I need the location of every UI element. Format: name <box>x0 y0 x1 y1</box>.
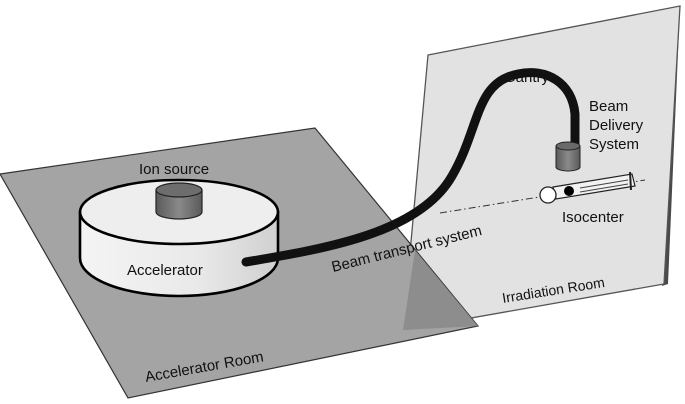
isocenter-point <box>564 186 574 196</box>
patient-head <box>539 186 557 204</box>
beam-delivery-label-line3: System <box>589 136 639 153</box>
ion-source-top <box>155 182 203 198</box>
beam-delivery-label-line1: Beam <box>589 98 628 115</box>
ion-source <box>155 182 203 220</box>
isocenter-label: Isocenter <box>562 209 624 226</box>
gantry-label: Gantry <box>504 69 550 86</box>
patient-couch <box>539 171 636 204</box>
beam-delivery-label-line2: Delivery <box>589 117 644 134</box>
beam-delivery-nozzle <box>555 141 581 172</box>
nozzle-body <box>555 145 581 172</box>
couch-post <box>629 171 632 191</box>
irradiation-room-wall <box>402 5 681 331</box>
ion-source-label: Ion source <box>139 161 209 178</box>
accelerator <box>78 178 280 298</box>
couch-stripe <box>579 179 629 189</box>
accelerator-label: Accelerator <box>127 262 203 279</box>
floor-wall-overlap <box>403 250 478 330</box>
nozzle-top <box>555 141 581 151</box>
ion-source-body <box>155 189 203 220</box>
beam-transport-line <box>241 68 580 267</box>
wall-plane <box>402 5 681 331</box>
couch-stripe-2 <box>579 183 629 193</box>
